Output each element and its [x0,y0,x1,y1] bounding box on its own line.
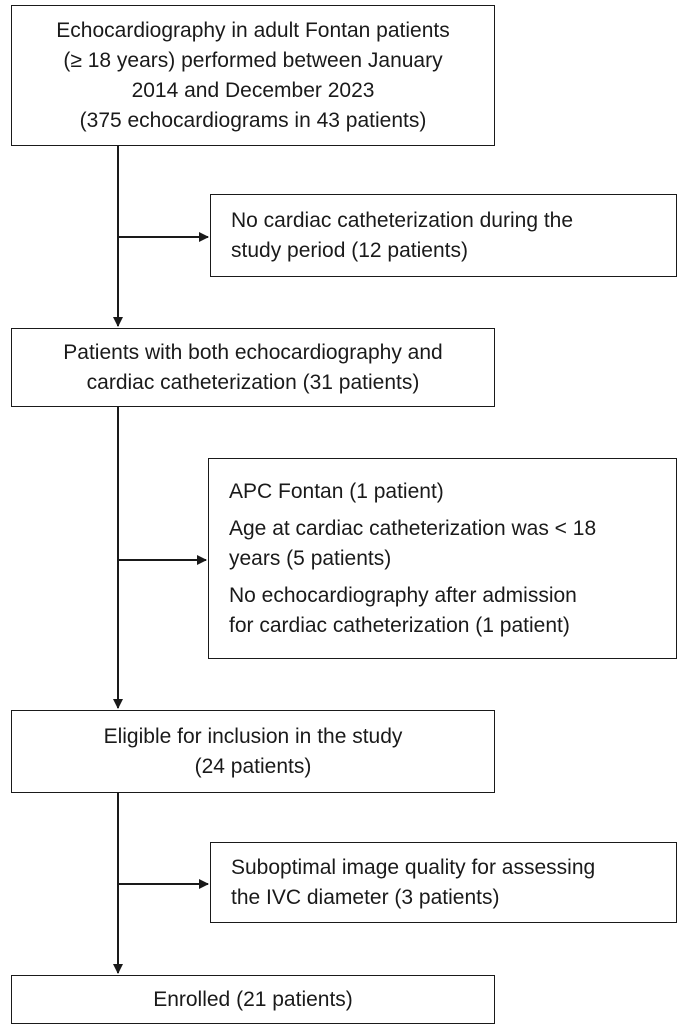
exclusion-text-line: No echocardiography after admission [229,583,577,607]
exclusion-text-line: Age at cardiac catheterization was < 18 [229,516,597,540]
step-text-line: Echocardiography in adult Fontan patient… [56,18,450,42]
exclusion-text-line: No cardiac catheterization during the [231,208,574,232]
exclusion-item: APC Fontan (1 patient) [229,477,662,507]
exclusion-item: Suboptimal image quality for assessing t… [231,853,662,913]
step-box-echo-and-cath: Patients with both echocardiography and … [11,328,495,407]
exclusion-box-no-catheterization: No cardiac catheterization during the st… [210,194,677,277]
exclusion-text-line: the IVC diameter (3 patients) [231,885,500,909]
step-text-line: (24 patients) [194,754,312,778]
step-text-line: Enrolled (21 patients) [153,987,353,1011]
step-box-eligible: Eligible for inclusion in the study (24 … [11,710,495,793]
step-text-line: Patients with both echocardiography and [63,340,443,364]
exclusion-text-line: Suboptimal image quality for assessing [231,855,596,879]
exclusion-text-line: years (5 patients) [229,546,392,570]
exclusion-text-line: for cardiac catheterization (1 patient) [229,613,570,637]
step-text-line: (≥ 18 years) performed between January [63,48,443,72]
exclusion-box-multiple-criteria: APC Fontan (1 patient) Age at cardiac ca… [208,458,677,659]
exclusion-box-image-quality: Suboptimal image quality for assessing t… [210,842,677,923]
step-text-line: cardiac catheterization (31 patients) [86,370,420,394]
step-box-enrolled: Enrolled (21 patients) [11,975,495,1024]
exclusion-text-line: study period (12 patients) [231,238,468,262]
exclusion-item: No cardiac catheterization during the st… [231,206,662,266]
exclusion-text-line: APC Fontan (1 patient) [229,479,444,503]
step-text-line: 2014 and December 2023 [131,78,375,102]
step-text-line: Eligible for inclusion in the study [103,724,403,748]
step-box-initial-cohort: Echocardiography in adult Fontan patient… [11,5,495,146]
exclusion-item: No echocardiography after admission for … [229,581,662,641]
step-text-line: (375 echocardiograms in 43 patients) [79,108,427,132]
exclusion-item: Age at cardiac catheterization was < 18 … [229,514,662,574]
